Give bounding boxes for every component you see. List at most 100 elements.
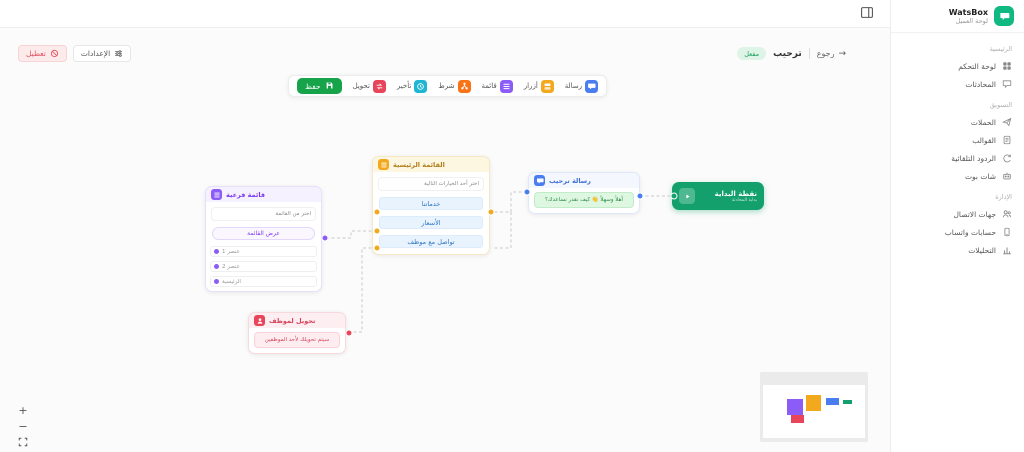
node-header: تحويل لموظف [249,313,345,328]
submenu-item-label: عنصر 1 [222,248,240,255]
watsbox-logo-icon [994,6,1014,26]
handle-transfer-input[interactable] [345,329,353,337]
back-label: رجوع [816,49,835,58]
submenu-item[interactable]: عنصر 1 [210,246,317,257]
templates-icon [1003,135,1011,145]
node-header: رسالة ترحيب [529,173,639,188]
brand-name: WatsBox [948,7,988,17]
submenu-prompt[interactable]: اختر من القائمة [211,207,316,221]
sidebar-item-label: لوحة التحكم [958,61,996,71]
menu-option-services[interactable]: خدماتنا [379,197,483,210]
fit-view-icon [18,437,28,446]
palette-transfer[interactable]: تحويل [352,79,386,93]
flow-canvas[interactable]: تعطيل الإعدادات مفعل ترحيب رجوع → [0,0,890,452]
buttons-icon [540,79,554,93]
back-button[interactable]: رجوع → [817,49,846,59]
brand-text: WatsBox لوحة العميل [949,8,988,25]
node-welcome-message[interactable]: رسالة ترحيب أهلاً وسهلاً 👋 كيف نقدر نساع… [528,172,640,214]
edge-menu-to-transfer [352,247,377,333]
palette-condition[interactable]: شرط [438,79,471,93]
flow-title-bar: مفعل ترحيب رجوع → [737,45,846,62]
save-icon [325,81,334,92]
node-title: تحويل لموظف [269,316,316,325]
play-icon [679,188,695,204]
node-submenu[interactable]: قائمة فرعية اختر من القائمة عرض القائمة … [205,186,322,292]
submenu-item[interactable]: الرئيسية [210,276,317,287]
sidebar-item-whatsapp-accounts[interactable]: حسابات واتساب [903,223,1012,241]
dashboard-icon [1003,62,1011,70]
sidebar-item-conversations[interactable]: المحادثات [903,75,1012,93]
list-icon [211,189,222,200]
brand-subtitle: لوحة العميل [955,16,988,25]
settings-sliders-icon [114,49,123,58]
node-title: القائمة الرئيسية [393,160,445,169]
sidebar-item-analytics[interactable]: التحليلات [903,241,1012,259]
canvas-controls: + − [14,404,32,450]
transfer-message-text: سيتم تحويلك لأحد الموظفين [254,332,340,348]
node-transfer-to-agent[interactable]: تحويل لموظف سيتم تحويلك لأحد الموظفين [248,312,346,354]
menu-prompt[interactable]: اختر أحد الخيارات التالية [378,177,484,191]
sidebar-toggle-button[interactable] [858,6,875,22]
menu-option-prices[interactable]: الأسعار [379,216,483,229]
settings-label: الإعدادات [80,49,111,58]
sidebar-item-auto-replies[interactable]: الردود التلقائية [903,149,1012,167]
disable-bot-button[interactable]: تعطيل [18,45,67,62]
fit-view-button[interactable] [14,436,32,450]
minimap-node-submenu [787,399,803,415]
palette-message[interactable]: رسالة [564,79,599,93]
item-handle[interactable] [214,249,219,254]
minimap[interactable] [760,372,868,442]
sidebar-item-campaigns[interactable]: الحملات [903,113,1012,131]
palette-list[interactable]: قائمة [481,79,513,93]
show-list-button[interactable]: عرض القائمة [212,227,315,240]
status-badge: مفعل [737,47,767,60]
sidebar-item-label: الحملات [970,117,996,127]
node-main-menu[interactable]: القائمة الرئيسية اختر أحد الخيارات التال… [372,156,490,255]
contacts-icon [1002,210,1012,218]
submenu-item[interactable]: عنصر 2 [210,261,317,272]
sidebar-item-dashboard[interactable]: لوحة التحكم [903,57,1012,75]
edge-welcome-to-menu [494,191,527,213]
palette-label: تحويل [352,82,370,90]
disable-icon [50,49,59,58]
node-title: رسالة ترحيب [549,176,591,185]
sidebar-item-templates[interactable]: القوالب [903,131,1012,149]
back-arrow-icon: → [838,48,846,59]
palette-label: رسالة [564,82,583,90]
brand[interactable]: WatsBox لوحة العميل [891,0,1024,33]
campaigns-icon [1002,117,1012,127]
settings-button[interactable]: الإعدادات [72,45,132,62]
palette-delay[interactable]: تأخير [397,79,428,93]
auto-replies-icon [1003,154,1011,163]
edge-menu-contact-branch [494,212,512,249]
handle-submenu-input[interactable] [321,234,329,242]
sidebar-item-contacts[interactable]: جهات الاتصال [903,205,1012,223]
section-title-marketing: التسويق [989,101,1012,109]
item-handle[interactable] [214,279,219,284]
minimap-node-transfer [791,415,804,423]
node-palette: رسالة أزرار قائمة شرط [288,75,608,97]
item-handle[interactable] [214,264,219,269]
section-title-management: الإدارة [995,193,1012,201]
sidebar-item-chatbot[interactable]: شات بوت [903,167,1012,185]
list-icon [499,79,513,93]
condition-icon [457,79,471,93]
menu-option-contact-agent[interactable]: تواصل مع موظف [379,235,483,248]
palette-label: شرط [438,82,455,90]
sidebar-item-label: جهات الاتصال [953,209,996,219]
save-button[interactable]: حفظ [297,78,342,94]
palette-label: أزرار [523,82,538,90]
palette-buttons[interactable]: أزرار [523,79,554,93]
start-text: نقطة البداية بداية المحادثة [700,190,757,203]
node-start-point[interactable]: نقطة البداية بداية المحادثة [672,182,764,210]
zoom-in-button[interactable]: + [14,404,32,418]
minimap-node-start [843,400,852,404]
zoom-out-button[interactable]: − [14,420,32,434]
node-title: قائمة فرعية [226,190,266,199]
disable-label: تعطيل [26,49,46,58]
palette-label: قائمة [481,82,497,90]
save-label: حفظ [305,81,321,91]
node-title: نقطة البداية [714,189,757,198]
sidebar-item-label: حسابات واتساب [944,227,996,237]
